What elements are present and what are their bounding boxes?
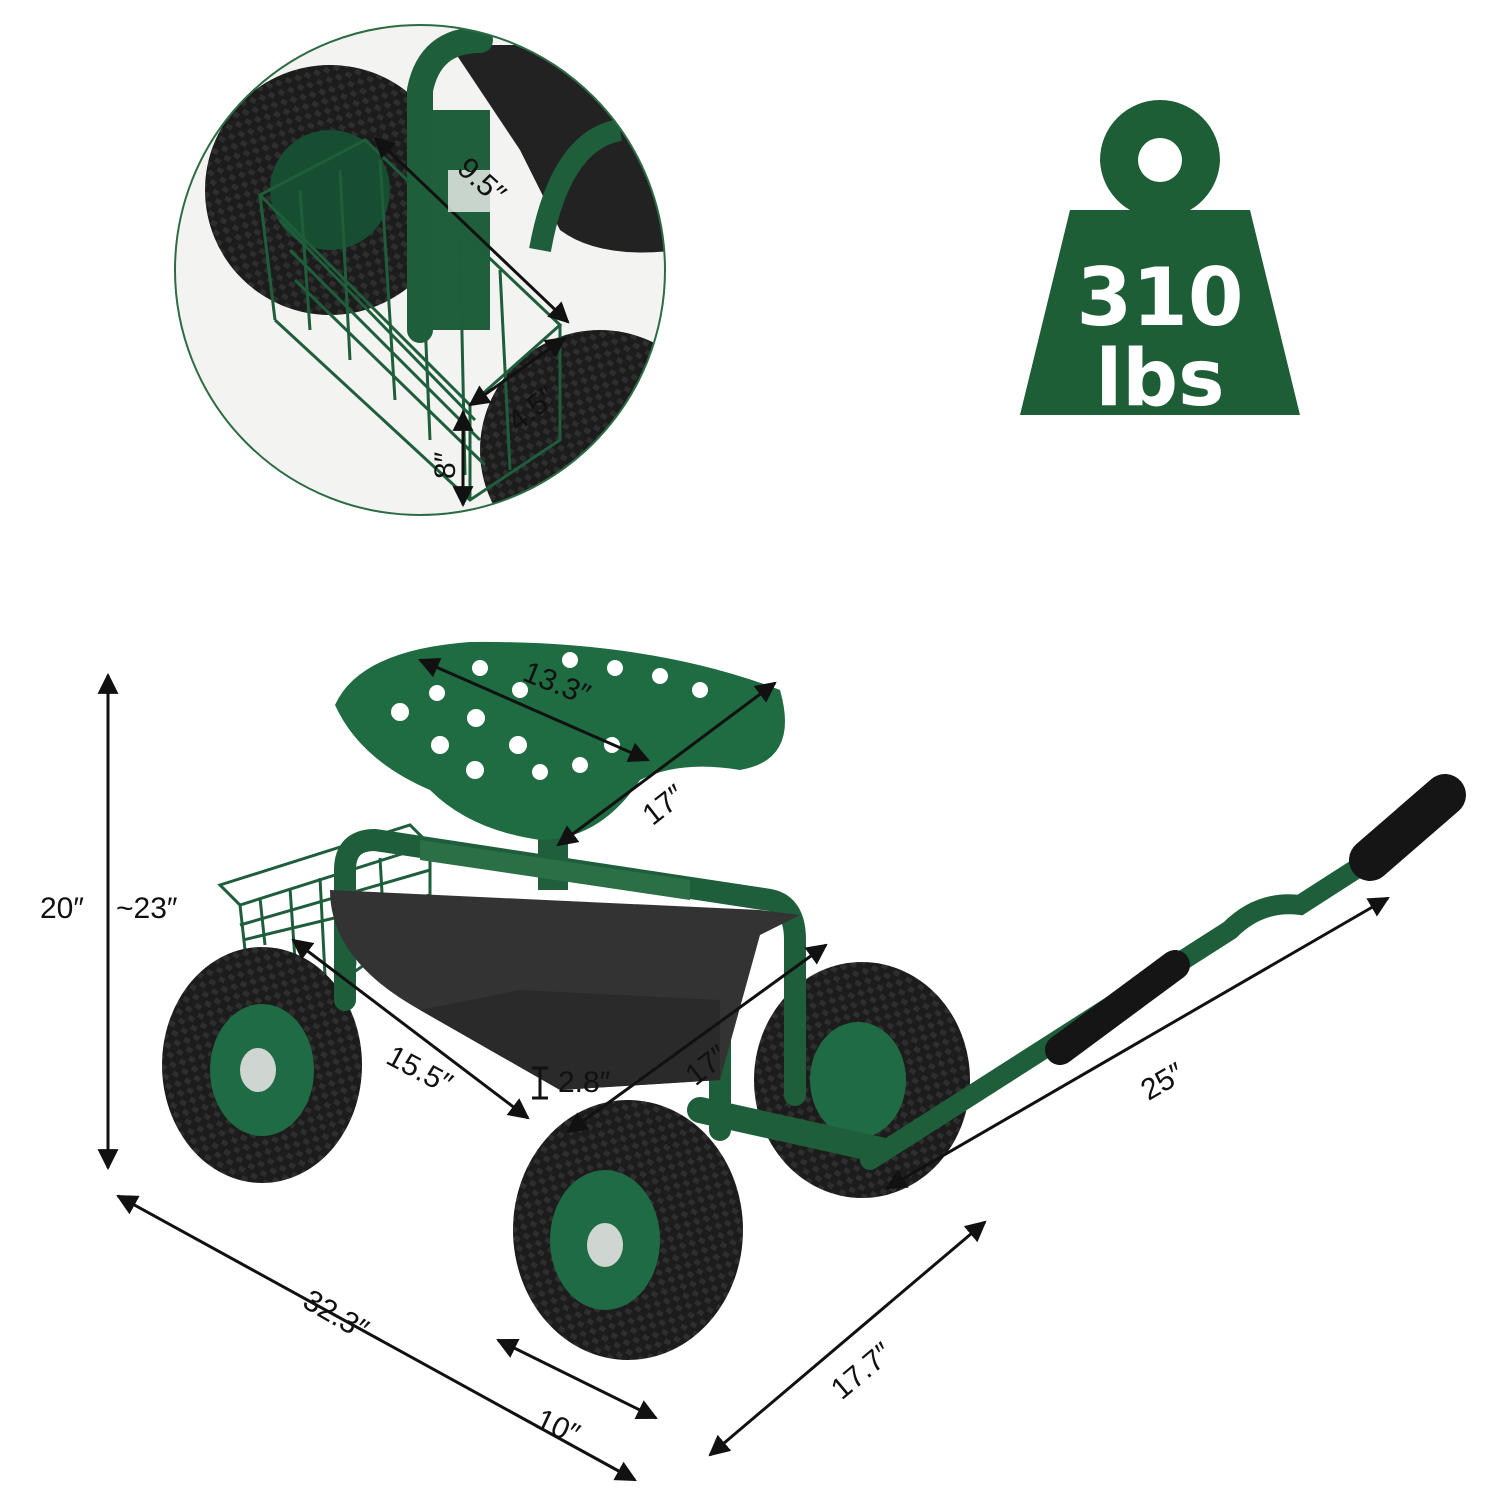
seat-depth-label: 17″ <box>637 779 692 832</box>
handle-length-label: 25″ <box>1135 1056 1190 1107</box>
wheel-diameter-label: 10″ <box>531 1403 585 1452</box>
rear-left-wheel-icon <box>162 947 362 1183</box>
height-min-label: 20″ <box>40 892 84 925</box>
tray-length-label: 15.5″ <box>381 1039 458 1101</box>
weight-unit: lbs <box>1096 334 1225 424</box>
overall-length-label: 32.3″ <box>298 1284 375 1347</box>
weight-capacity-badge: 310 lbs <box>1020 100 1300 424</box>
weight-value: 310 <box>1077 251 1244 344</box>
basket-height-label: 8″ <box>429 451 462 479</box>
garden-cart-illustration <box>162 641 1466 1360</box>
dimension-lines <box>97 657 1390 1482</box>
tray-depth-label: 2.8″ <box>558 1066 611 1099</box>
tow-handle-icon <box>860 774 1466 1170</box>
front-wheel-icon <box>513 1100 743 1360</box>
basket-detail-inset: 9.5″ 4.5″ 8″ <box>174 24 666 516</box>
weight-icon <box>1020 100 1300 415</box>
height-max-label: ~23″ <box>116 892 178 925</box>
